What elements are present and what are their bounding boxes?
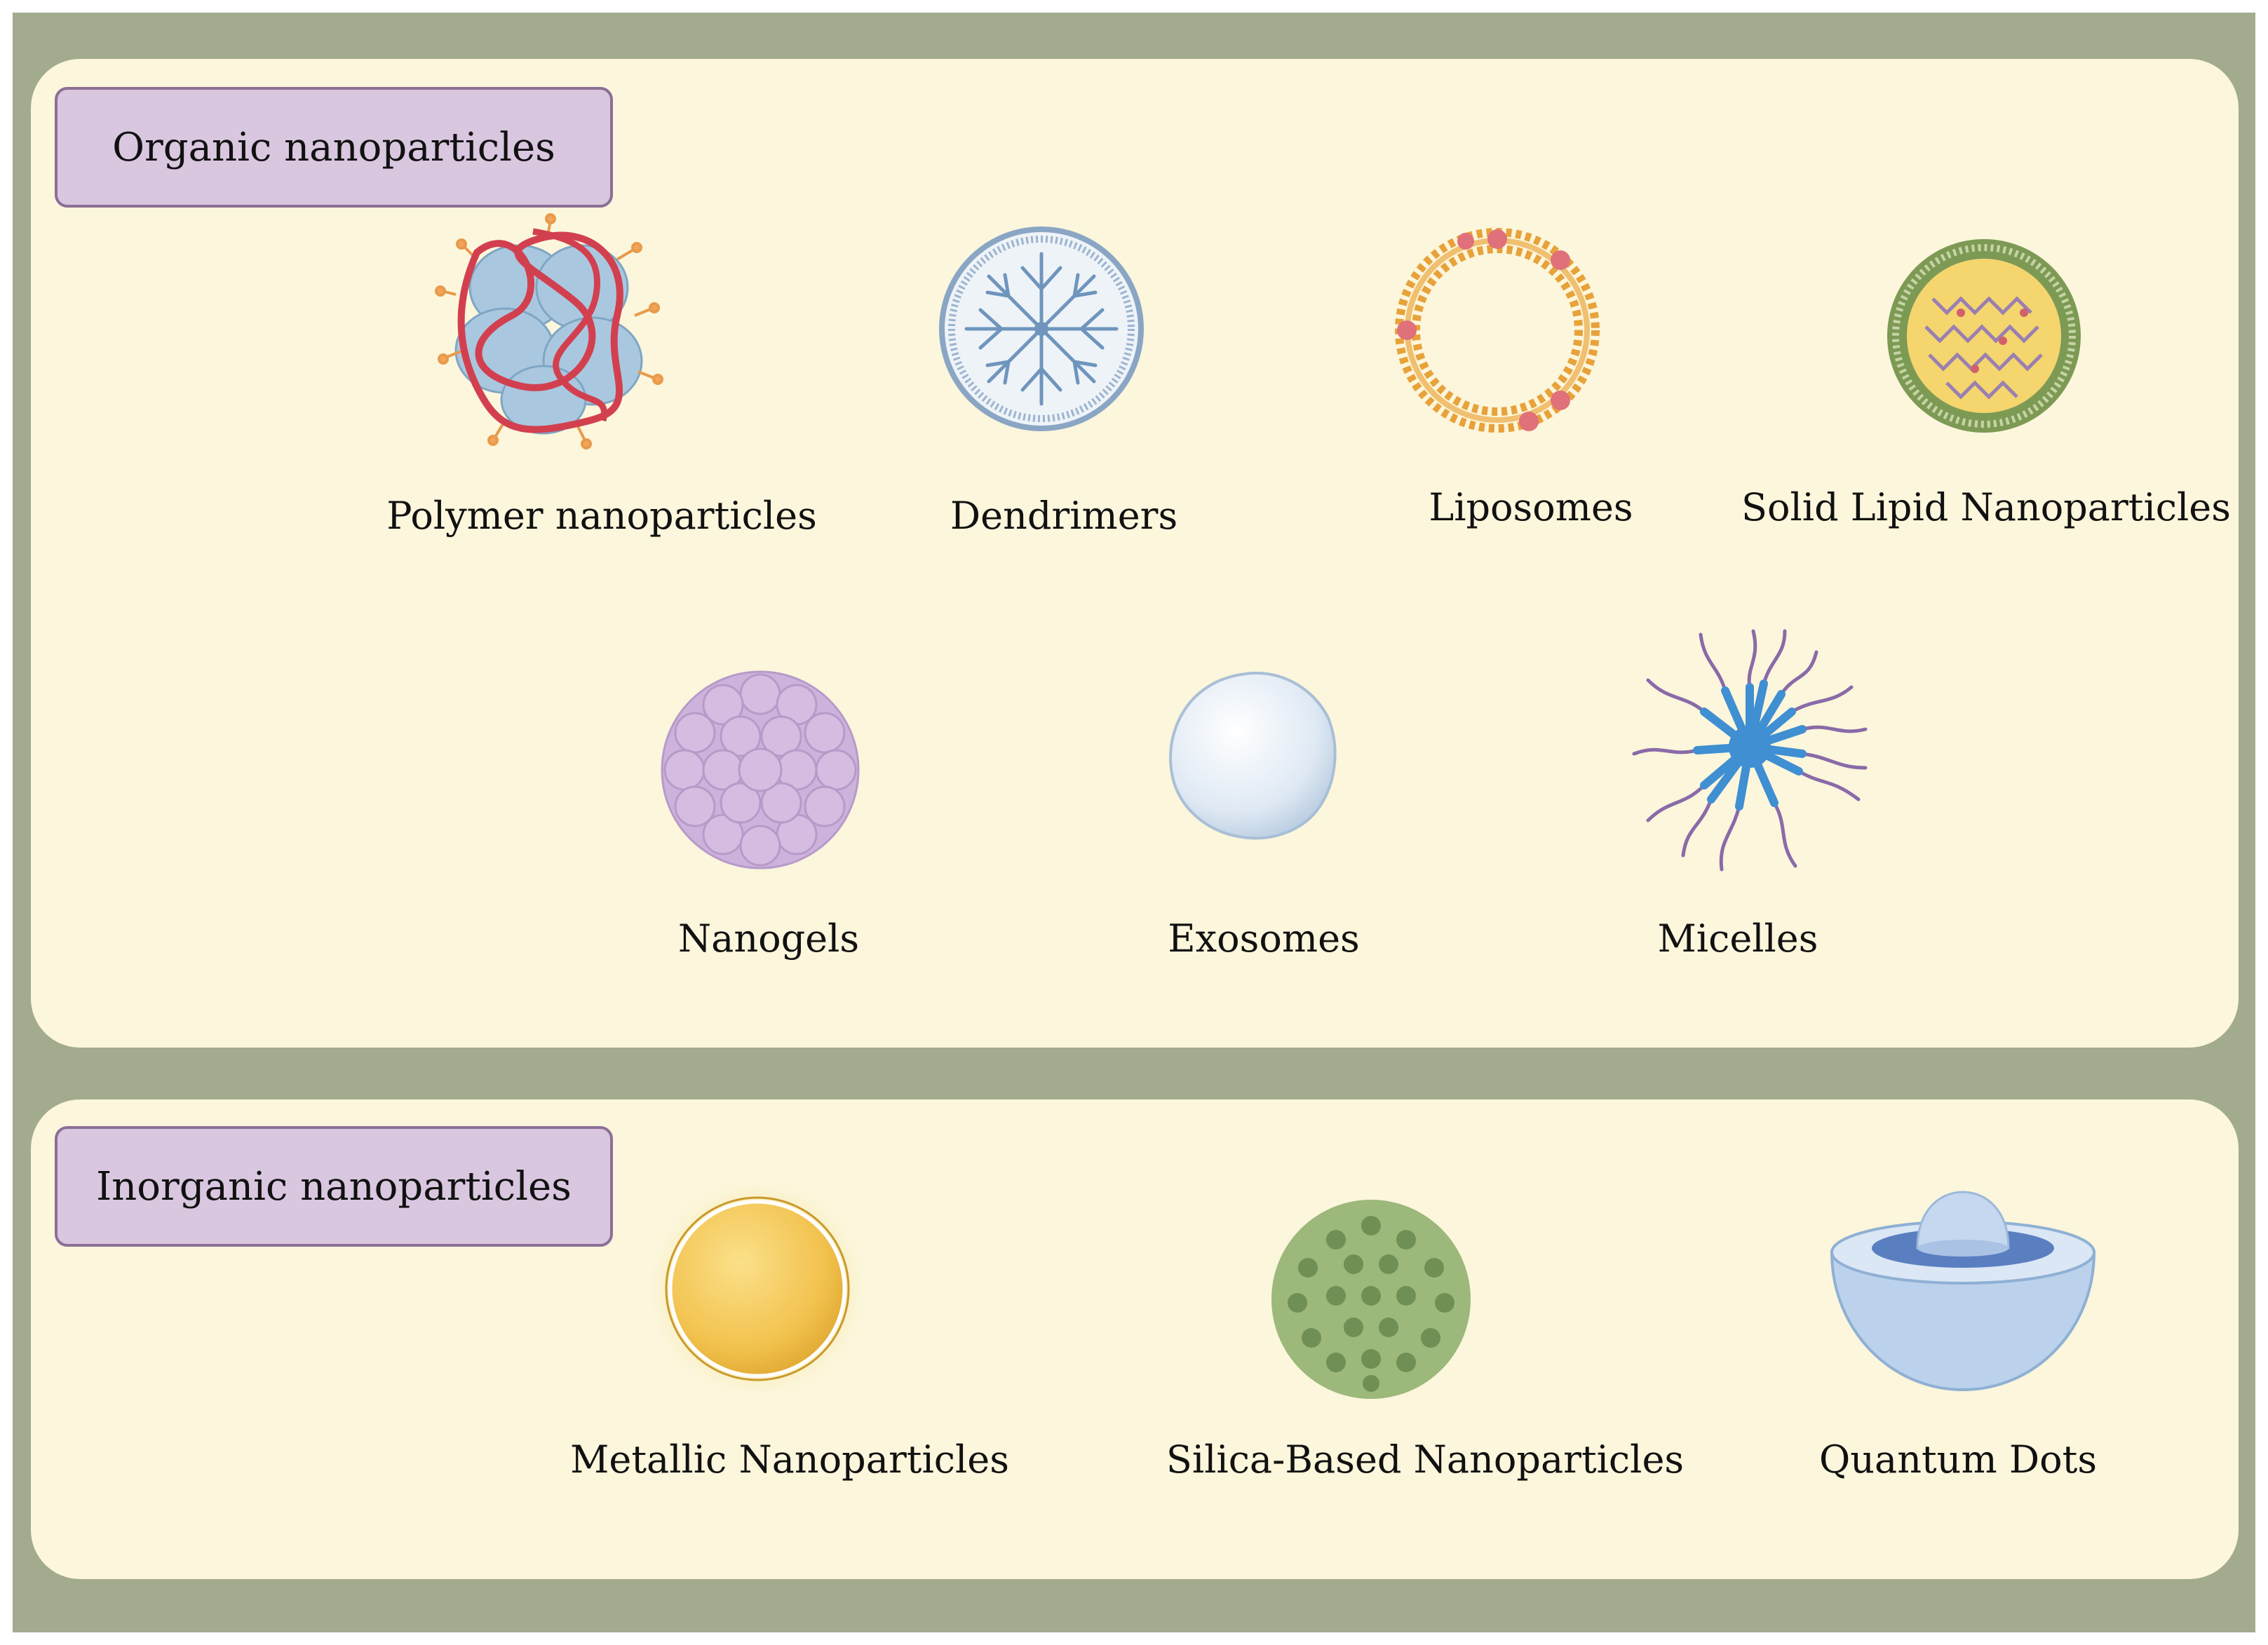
- exosome-icon: [1169, 671, 1337, 840]
- item-label-polymer-nanoparticles: Polymer nanoparticles: [386, 494, 817, 538]
- item-label-quantum-dots: Quantum Dots: [1818, 1437, 2098, 1482]
- dendrimer-icon: [939, 226, 1144, 431]
- item-label-metallic-nanoparticles: Metallic Nanoparticles: [570, 1437, 1009, 1482]
- solid-lipid-nanoparticle-icon: [1887, 239, 2081, 433]
- nanogel-icon: [661, 670, 860, 869]
- silica-nanoparticle-icon: [1271, 1200, 1471, 1399]
- polymer-nanoparticle-icon: [435, 213, 663, 449]
- item-label-dendrimers: Dendrimers: [950, 494, 1178, 538]
- organic-section-label: Organic nanoparticles: [55, 87, 613, 208]
- inorganic-section-label: Inorganic nanoparticles: [55, 1126, 613, 1247]
- item-label-liposomes: Liposomes: [1429, 485, 1633, 529]
- metallic-nanoparticle-icon: [645, 1177, 870, 1401]
- item-label-silica-based-nanoparticles: Silica-Based Nanoparticles: [1166, 1437, 1685, 1482]
- item-label-micelles: Micelles: [1657, 916, 1818, 961]
- item-label-solid-lipid-nanoparticles: Solid Lipid Nanoparticles: [1741, 485, 2231, 529]
- organic-panel: [31, 59, 2239, 1048]
- micelle-icon: [1632, 629, 1868, 872]
- quantum-dot-icon: [1830, 1191, 2096, 1392]
- item-label-nanogels: Nanogels: [677, 916, 860, 961]
- liposome-icon: [1395, 228, 1600, 433]
- item-label-exosomes: Exosomes: [1168, 916, 1360, 961]
